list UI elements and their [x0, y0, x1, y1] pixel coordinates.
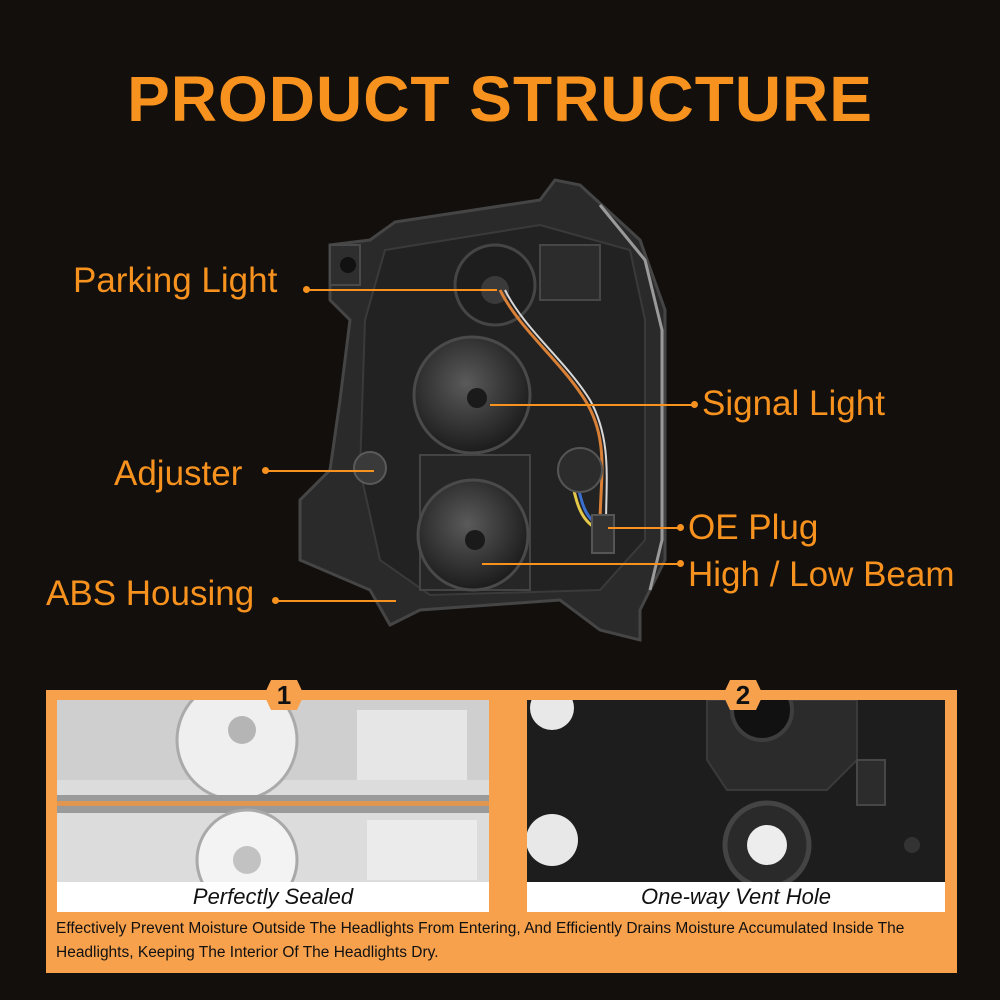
feature-description: Effectively Prevent Moisture Outside The… [56, 920, 905, 961]
adjuster-label: Adjuster [114, 454, 243, 493]
page-title: PRODUCT STRUCTURE [127, 63, 873, 135]
parking-light-dot [303, 286, 310, 293]
vent-hole-photo [527, 700, 945, 882]
feature-badge-2-number: 2 [735, 680, 751, 710]
adjuster-dot [262, 467, 269, 474]
parking-light-label: Parking Light [73, 261, 278, 300]
signal-light-label: Signal Light [702, 384, 885, 423]
adjuster-leader [266, 470, 374, 472]
parking-light-leader [307, 289, 497, 291]
feature-badge-1: 1 [263, 678, 305, 712]
signal-light-leader [490, 404, 695, 406]
oe-plug-dot [677, 524, 684, 531]
high-low-beam-leader [482, 563, 679, 565]
oe-plug-label: OE Plug [688, 508, 819, 547]
oe-plug-leader [608, 527, 680, 529]
abs-housing-dot [272, 597, 279, 604]
feature-panel: Perfectly Sealed One-way Vent Hole [46, 690, 957, 973]
feature-badge-1-number: 1 [276, 680, 292, 710]
high-low-beam-label: High / Low Beam [688, 555, 955, 594]
high-low-beam-dot [677, 560, 684, 567]
sealed-photo [57, 700, 489, 882]
sealed-caption: Perfectly Sealed [57, 882, 489, 912]
abs-housing-leader [276, 600, 396, 602]
feature-badge-2: 2 [722, 678, 764, 712]
vent-hole-caption: One-way Vent Hole [527, 882, 945, 912]
abs-housing-label: ABS Housing [46, 574, 255, 613]
